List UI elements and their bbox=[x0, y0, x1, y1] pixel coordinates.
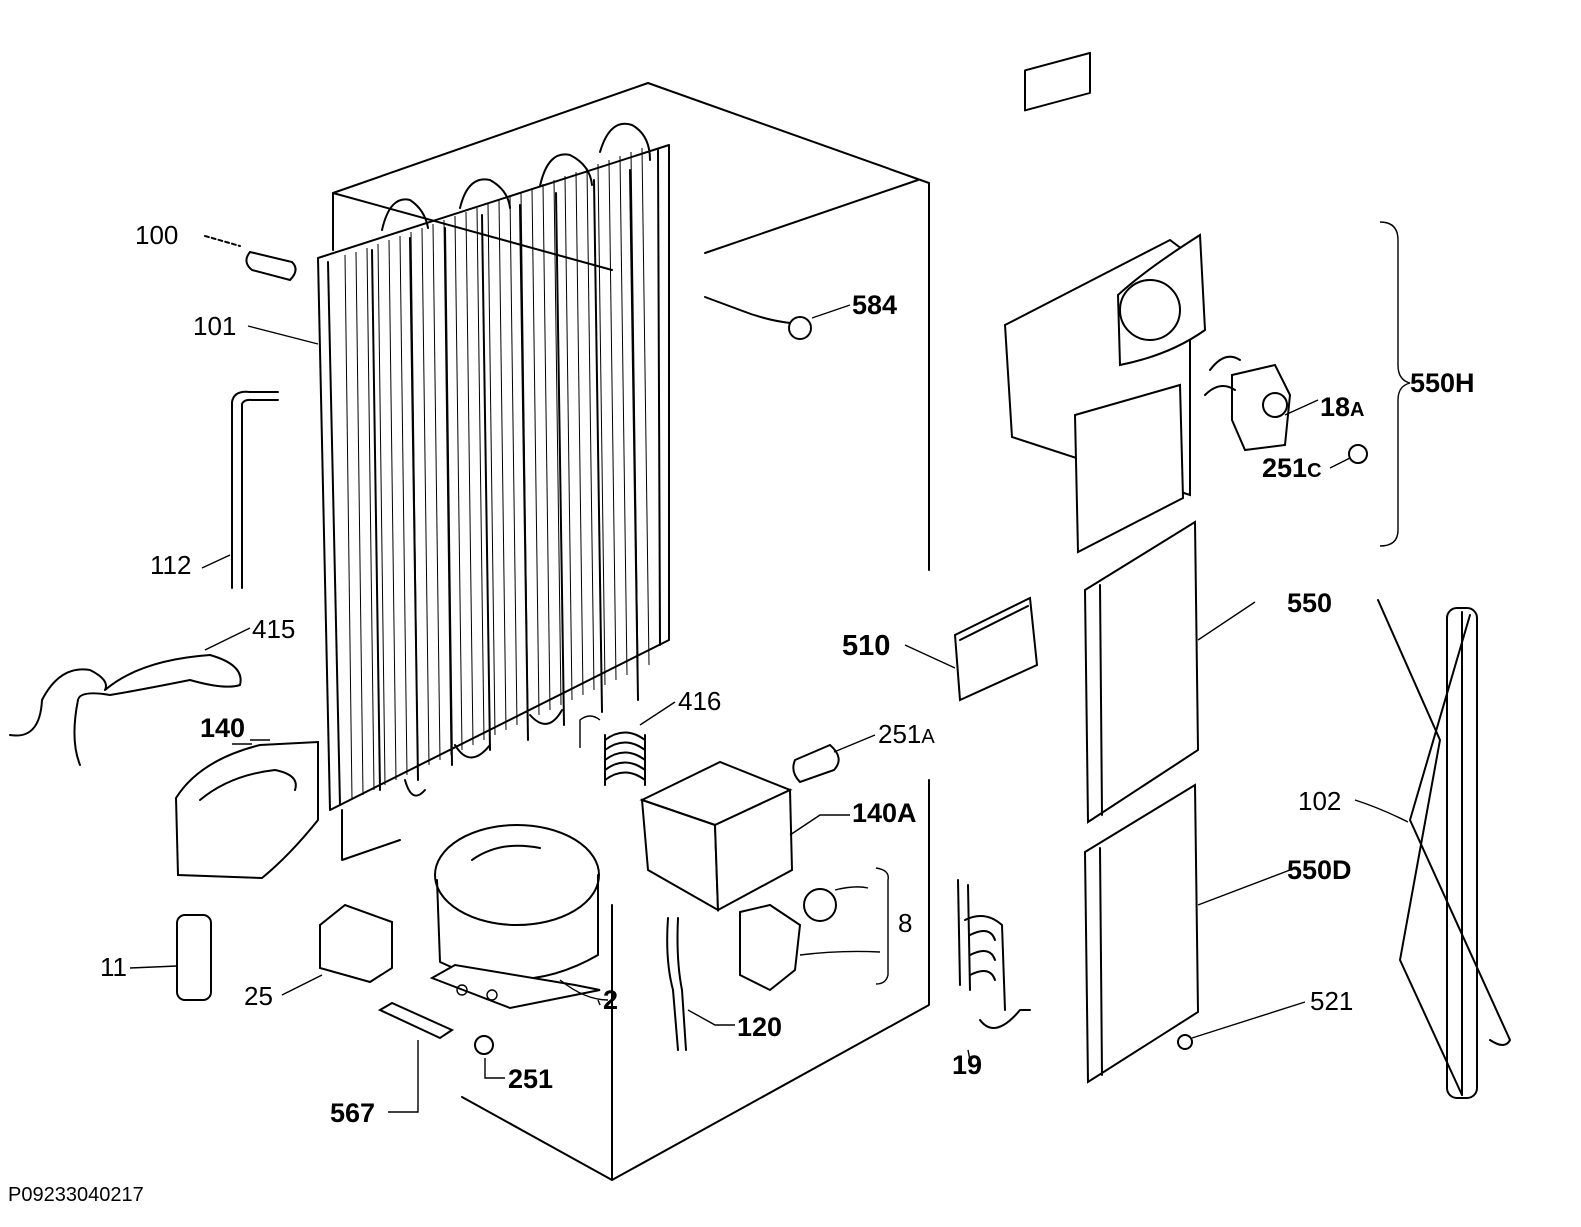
document-id: P09233040217 bbox=[8, 1184, 144, 1206]
part-140-tray bbox=[174, 739, 319, 880]
part-416-coil bbox=[579, 701, 676, 786]
part-19-heater bbox=[957, 879, 1031, 1061]
part-102-evaporator bbox=[1354, 599, 1511, 1099]
label-18A-suffix: A bbox=[1350, 399, 1365, 421]
label-251A-number: 251 bbox=[878, 719, 922, 749]
leader-2 bbox=[597, 999, 601, 1006]
part-510-panel bbox=[904, 596, 1039, 702]
leader-101 bbox=[247, 325, 319, 345]
label-521: 521 bbox=[1310, 986, 1354, 1016]
part-584-sensor bbox=[704, 296, 851, 340]
label-18A: 18A bbox=[1320, 394, 1365, 421]
part-251C-grommet bbox=[1329, 444, 1368, 469]
label-251A-suffix: A bbox=[921, 726, 935, 748]
label-101: 101 bbox=[193, 311, 237, 341]
label-550H: 550H bbox=[1410, 368, 1475, 398]
part-2-compressor bbox=[429, 824, 609, 1010]
label-510: 510 bbox=[842, 630, 891, 662]
label-11: 11 bbox=[100, 952, 127, 982]
label-18A-number: 18 bbox=[1320, 392, 1351, 422]
label-100: 100 bbox=[135, 220, 179, 250]
part-550D-panel bbox=[1083, 783, 1291, 1084]
part-8-protector bbox=[739, 867, 889, 992]
part-415-pipe bbox=[9, 627, 251, 766]
part-251A-grommet bbox=[792, 734, 876, 784]
part-25-relay bbox=[281, 903, 393, 996]
label-120: 120 bbox=[737, 1012, 783, 1042]
part-251-grommet bbox=[474, 1035, 505, 1079]
label-567: 567 bbox=[330, 1098, 376, 1128]
label-416: 416 bbox=[678, 686, 722, 716]
condenser bbox=[317, 122, 670, 861]
label-550D: 550D bbox=[1287, 855, 1352, 885]
part-112-tube bbox=[201, 390, 279, 589]
label-550: 550 bbox=[1287, 588, 1333, 618]
part-11-capacitor bbox=[129, 914, 212, 1001]
part-120-wire bbox=[666, 917, 735, 1051]
label-251C: 251C bbox=[1262, 455, 1322, 482]
label-251A: 251A bbox=[878, 721, 935, 747]
label-251: 251 bbox=[508, 1064, 554, 1094]
cabinet-outline bbox=[332, 82, 930, 1181]
label-25: 25 bbox=[244, 981, 273, 1011]
part-567-bracket bbox=[377, 1001, 455, 1113]
label-415: 415 bbox=[252, 614, 296, 644]
label-251C-suffix: C bbox=[1307, 460, 1322, 482]
label-140: 140 bbox=[200, 713, 246, 743]
label-2: 2 bbox=[603, 985, 619, 1015]
part-18A-motor bbox=[1204, 355, 1319, 452]
part-550-panel bbox=[1083, 520, 1256, 824]
label-19: 19 bbox=[952, 1050, 983, 1080]
part-550H-housing bbox=[1003, 51, 1411, 554]
part-140A-box bbox=[639, 760, 850, 912]
part-100-tube bbox=[204, 235, 297, 282]
part-521-lamp bbox=[1177, 1001, 1306, 1050]
label-140A: 140A bbox=[852, 798, 917, 828]
label-8: 8 bbox=[898, 908, 913, 938]
label-102: 102 bbox=[1298, 786, 1342, 816]
label-584: 584 bbox=[852, 290, 898, 320]
label-251C-number: 251 bbox=[1262, 453, 1308, 483]
label-112: 112 bbox=[150, 550, 192, 580]
